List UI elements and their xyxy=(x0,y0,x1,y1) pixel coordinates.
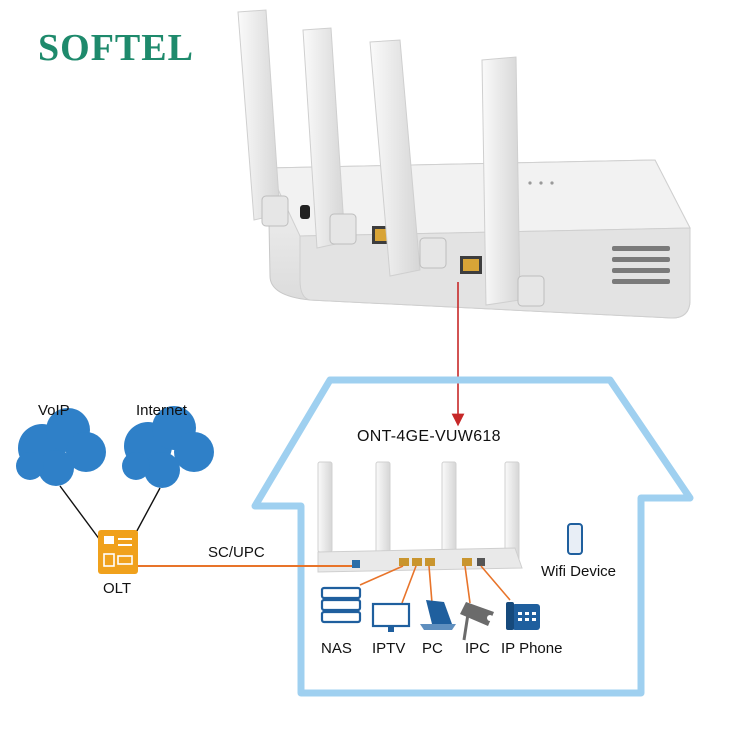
cloud-icon xyxy=(16,408,106,486)
device-label-ipc: IPC xyxy=(465,640,491,657)
product-model: ONT-4GE-VUW618 xyxy=(357,428,501,445)
wifi-device-label: Wifi Device xyxy=(541,563,617,580)
phone-icon xyxy=(506,602,540,630)
nas-icon xyxy=(320,586,362,624)
brand-logo: SOFTEL xyxy=(38,27,194,69)
camera-icon xyxy=(460,602,494,641)
device-label-iptv: IPTV xyxy=(372,640,406,657)
smartphone-icon xyxy=(567,523,583,555)
cloud-label-internet: Internet xyxy=(136,402,187,419)
link-label: SC/UPC xyxy=(208,544,265,561)
router-photo xyxy=(237,9,691,319)
olt-icon xyxy=(98,530,138,574)
device-label-pc: PC xyxy=(422,640,443,657)
device-label-ip-phone: IP Phone xyxy=(501,640,563,657)
house-outline xyxy=(251,376,694,697)
cloud-label-voip: VoIP xyxy=(38,402,70,419)
device-label-nas: NAS xyxy=(321,640,352,657)
monitor-icon xyxy=(371,602,411,632)
cloud-icon xyxy=(122,406,214,488)
olt-label: OLT xyxy=(103,580,132,597)
laptop-icon xyxy=(420,600,456,630)
router-small xyxy=(317,461,523,573)
